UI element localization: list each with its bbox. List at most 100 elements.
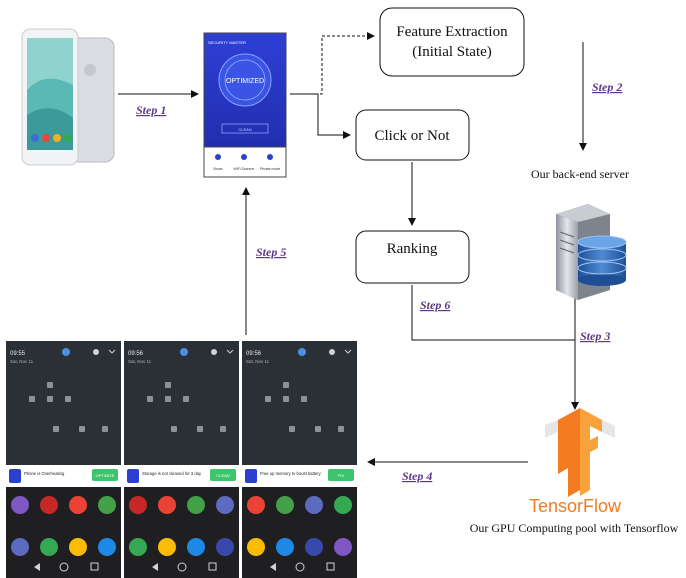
notif-time: 09:56 — [128, 351, 144, 357]
notif-action-button[interactable] — [210, 469, 236, 481]
feature-extraction-line2: (Initial State) — [412, 44, 492, 60]
launcher-app-icon — [129, 496, 147, 514]
quick-tile-icon — [165, 396, 171, 402]
launcher-app-icon — [305, 538, 323, 556]
quick-tile-icon — [265, 396, 271, 402]
tensorflow-wordmark: TensorFlow — [529, 496, 622, 516]
click-or-not-box: Click or Not — [355, 109, 470, 161]
back-icon — [270, 563, 276, 571]
launcher-app-icon — [11, 538, 29, 556]
quick-tile-icon — [289, 426, 295, 432]
gpu-pool-caption: Our GPU Computing pool with Tensorflow — [470, 521, 679, 535]
app-tab-boost: Boost — [214, 167, 223, 171]
quick-tile-icon — [165, 382, 171, 388]
quick-tile-icon — [171, 426, 177, 432]
app-icon — [245, 469, 257, 483]
launcher-app-icon — [276, 496, 294, 514]
click-or-not-label: Click or Not — [375, 128, 451, 144]
step2-label: Step 2 — [592, 80, 622, 94]
line-step6 — [411, 285, 575, 341]
launcher-app-icon — [247, 538, 265, 556]
step4-label: Step 4 — [402, 469, 432, 483]
notif-date: Sat, Nov 11 — [10, 359, 34, 364]
launcher-app-icon — [305, 496, 323, 514]
quick-tile-icon — [301, 396, 307, 402]
quick-tile-icon — [29, 396, 35, 402]
arrow-to-click — [290, 93, 351, 139]
step5-label: Step 5 — [256, 245, 286, 259]
launcher-app-icon — [69, 496, 87, 514]
app-clean-button: CLEAN — [238, 127, 251, 132]
tensorflow-logo-icon — [545, 408, 615, 497]
quick-tile-icon — [102, 426, 108, 432]
notif-time: 09:56 — [246, 351, 262, 357]
quick-tile-icon — [79, 426, 85, 432]
gear-icon — [93, 349, 99, 355]
home-icon — [177, 562, 187, 572]
gear-icon — [211, 349, 217, 355]
ranking-box: Ranking — [355, 230, 470, 284]
quick-tile-icon — [183, 396, 189, 402]
notif-action-button[interactable] — [328, 469, 354, 481]
recents-icon — [90, 562, 99, 571]
notif-action-button[interactable] — [92, 469, 118, 481]
phone-photo — [21, 28, 115, 166]
gear-icon — [329, 349, 335, 355]
chevron-down-icon — [344, 349, 352, 354]
quick-tile-icon — [47, 396, 53, 402]
launcher-app-icon — [187, 496, 205, 514]
quick-tile-icon — [315, 426, 321, 432]
app-icon — [9, 469, 21, 483]
launcher-app-icon — [158, 538, 176, 556]
launcher-app-icon — [334, 496, 352, 514]
launcher-app-icon — [216, 496, 234, 514]
step6-label: Step 6 — [420, 298, 450, 312]
chevron-down-icon — [226, 349, 234, 354]
back-icon — [34, 563, 40, 571]
launcher-app-icon — [276, 538, 294, 556]
launcher-app-icon — [158, 496, 176, 514]
home-icon — [59, 562, 69, 572]
recents-icon — [208, 562, 217, 571]
launcher-app-icon — [187, 538, 205, 556]
app-tab-private: Private mode — [260, 167, 281, 171]
quick-tile-icon — [338, 426, 344, 432]
launcher-app-icon — [98, 496, 116, 514]
database-icon — [577, 235, 627, 286]
launcher-app-icon — [69, 538, 87, 556]
notif-time: 09:55 — [10, 351, 26, 357]
app-icon — [127, 469, 139, 483]
account-icon — [180, 348, 188, 356]
back-icon — [152, 563, 158, 571]
quick-tile-icon — [283, 382, 289, 388]
step3-label: Step 3 — [580, 329, 610, 343]
launcher-app-icon — [247, 496, 265, 514]
quick-tile-icon — [220, 426, 226, 432]
chevron-down-icon — [108, 349, 116, 354]
ranking-label: Ranking — [387, 241, 438, 257]
launcher-app-icon — [334, 538, 352, 556]
notif-ad-text: Free up memory to boost battery — [260, 471, 322, 476]
arrow-to-feature — [290, 32, 375, 95]
arrows — [118, 32, 587, 466]
notif-ad-text: Storage is not cleaned for 3 day — [142, 471, 202, 476]
notif-ad-text: Phone is Overheating — [24, 471, 65, 476]
notif-date: Sat, Nov 11 — [246, 359, 270, 364]
feature-extraction-line1: Feature Extraction — [396, 24, 508, 40]
quick-tile-icon — [147, 396, 153, 402]
launcher-app-icon — [11, 496, 29, 514]
quick-tile-icon — [283, 396, 289, 402]
quick-tile-icon — [65, 396, 71, 402]
notif-date: Sat, Nov 11 — [128, 359, 152, 364]
app-screenshot: SECURITY MASTER OPTIMIZED CLEAN Boost Wi… — [203, 32, 287, 178]
quick-tile-icon — [197, 426, 203, 432]
notif-action-label: CLEAN — [216, 473, 229, 478]
account-icon — [298, 348, 306, 356]
app-name: SECURITY MASTER — [208, 40, 246, 45]
server-caption: Our back-end server — [531, 167, 629, 181]
launcher-app-icon — [40, 496, 58, 514]
feature-extraction-box: Feature Extraction (Initial State) — [379, 7, 525, 77]
